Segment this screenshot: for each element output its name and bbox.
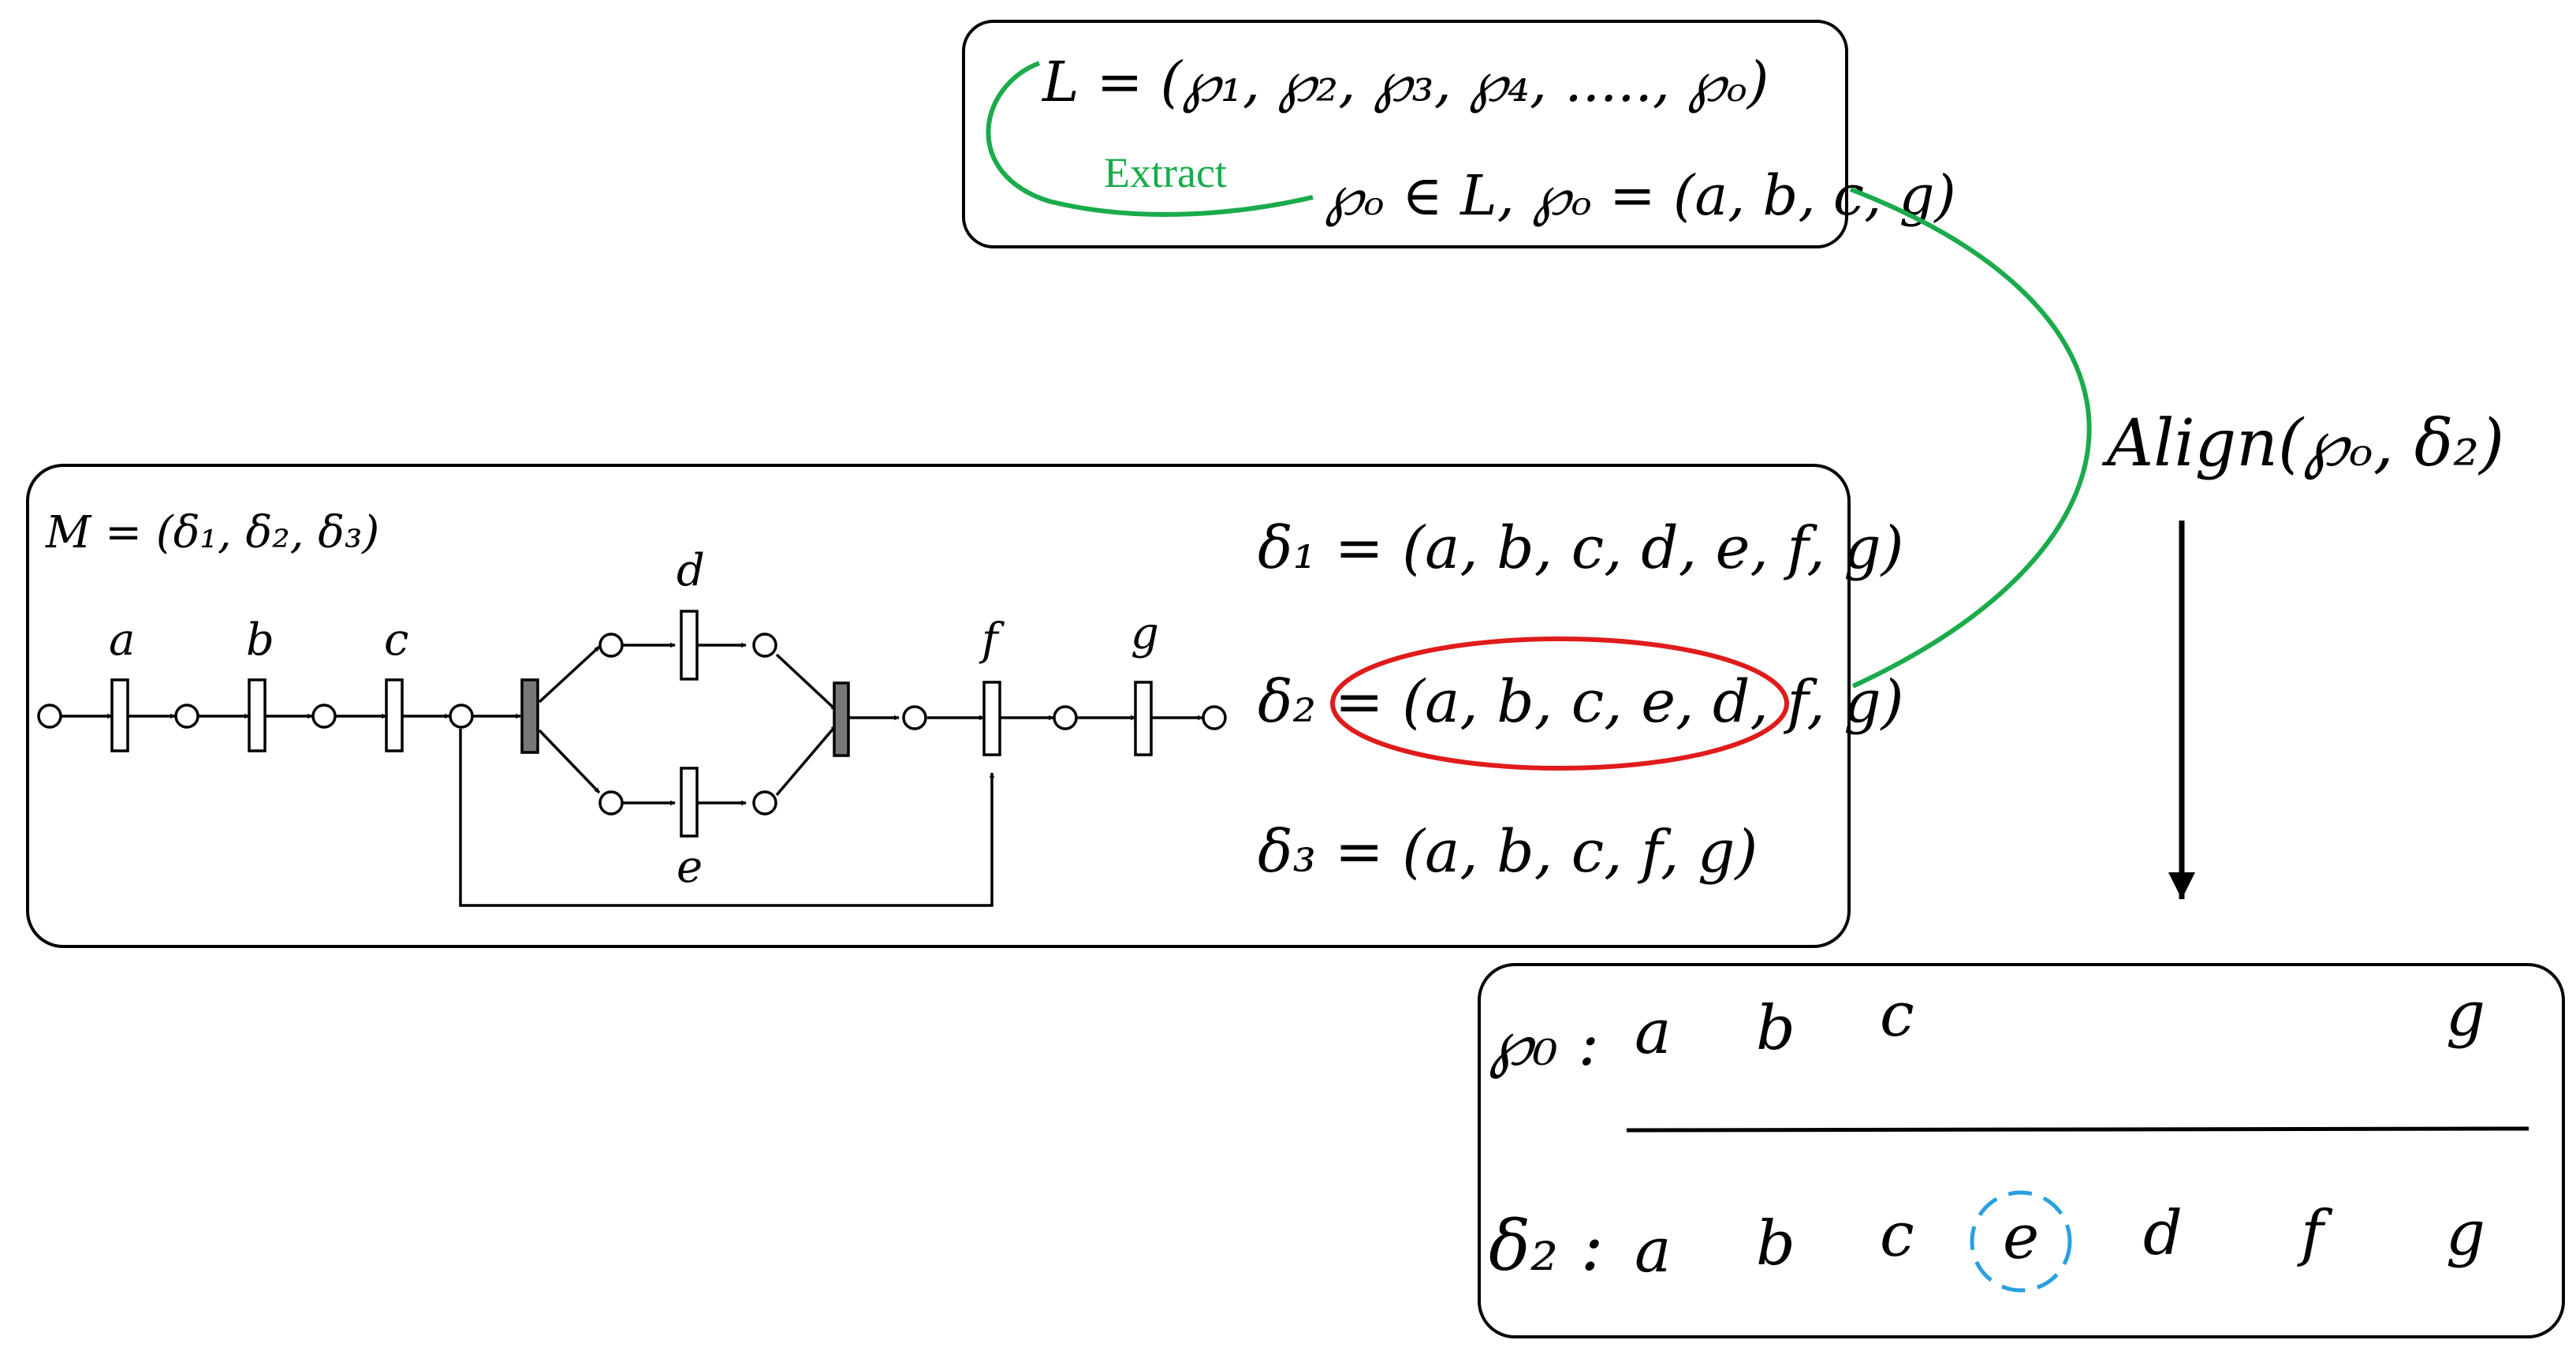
arc (538, 645, 601, 704)
place (449, 704, 474, 729)
and-split (520, 678, 539, 754)
label-a: a (109, 614, 135, 666)
log-row-label: ℘₀ : (1489, 1006, 1599, 1080)
place (1053, 705, 1078, 730)
event-log-frame (962, 20, 1848, 248)
place (752, 790, 777, 816)
transition-f (982, 681, 1001, 756)
transition-d (680, 610, 699, 681)
place (37, 704, 62, 729)
model-move: d (2143, 1198, 2183, 1269)
place (752, 633, 777, 658)
alignment-box: ℘₀ : δ₂ : a b c g a b c e d f g (1478, 963, 2565, 1338)
model-move: g (2446, 1198, 2485, 1269)
transition-e (680, 767, 699, 838)
alignment-separator (1626, 1126, 2529, 1133)
align-connector (1849, 187, 2092, 689)
log-move: g (2446, 979, 2485, 1050)
place (174, 704, 199, 729)
place (1202, 705, 1227, 730)
model-move-highlighted: e (2003, 1202, 2039, 1273)
log-move: c (1880, 980, 1914, 1051)
and-join (833, 681, 850, 757)
model-title: M = (δ₁, δ₂, δ₃) (45, 507, 379, 558)
transition-g (1134, 681, 1153, 756)
transition-c (385, 678, 404, 752)
skip-arc (459, 729, 995, 907)
place (311, 704, 337, 729)
transition-a (110, 678, 129, 752)
place (598, 790, 624, 816)
model-move: a (1635, 1215, 1672, 1286)
model-move: b (1756, 1208, 1795, 1279)
place (598, 633, 624, 658)
model-row-label: δ₂ : (1489, 1205, 1604, 1286)
trace-delta-1: δ₁ = (a, b, c, d, e, f, g) (1258, 514, 1904, 582)
arc (538, 729, 601, 794)
extract-label: Extract (1104, 149, 1227, 196)
transition-b (248, 678, 267, 752)
petri-net (37, 610, 1227, 907)
trace-delta-3: δ₃ = (a, b, c, f, g) (1258, 818, 1758, 886)
label-g: g (1131, 608, 1159, 659)
log-move: a (1635, 997, 1672, 1068)
label-b: b (246, 614, 274, 666)
alignment-frame (1478, 963, 2565, 1338)
label-e: e (677, 842, 703, 893)
event-log-box: L = (℘₁, ℘₂, ℘₃, ℘₄, ....., ℘ₒ) ℘ₒ ∈ L, … (962, 20, 1956, 248)
process-model-frame (26, 464, 1851, 948)
process-model-box: M = (δ₁, δ₂, δ₃) (26, 464, 1904, 948)
label-c: c (384, 614, 408, 666)
log-row: a b c g (1635, 979, 2485, 1068)
model-only-move-highlight (1970, 1190, 2072, 1293)
align-label: Align(℘ₒ, δ₂) (2101, 406, 2504, 481)
log-move: b (1756, 993, 1795, 1064)
arc (775, 653, 837, 711)
extracted-trace: ℘ₒ ∈ L, ℘ₒ = (a, b, c, g) (1325, 163, 1956, 228)
label-d: d (677, 545, 705, 596)
selected-trace-highlight (1330, 636, 1789, 771)
log-definition: L = (℘₁, ℘₂, ℘₃, ℘₄, ....., ℘ₒ) (1041, 50, 1769, 114)
arc (775, 724, 837, 797)
model-move: c (1880, 1200, 1914, 1271)
trace-delta-2: δ₂ = (a, b, c, e, d, f, g) (1258, 668, 1904, 736)
extract-curve (986, 61, 1314, 217)
place (902, 705, 927, 730)
